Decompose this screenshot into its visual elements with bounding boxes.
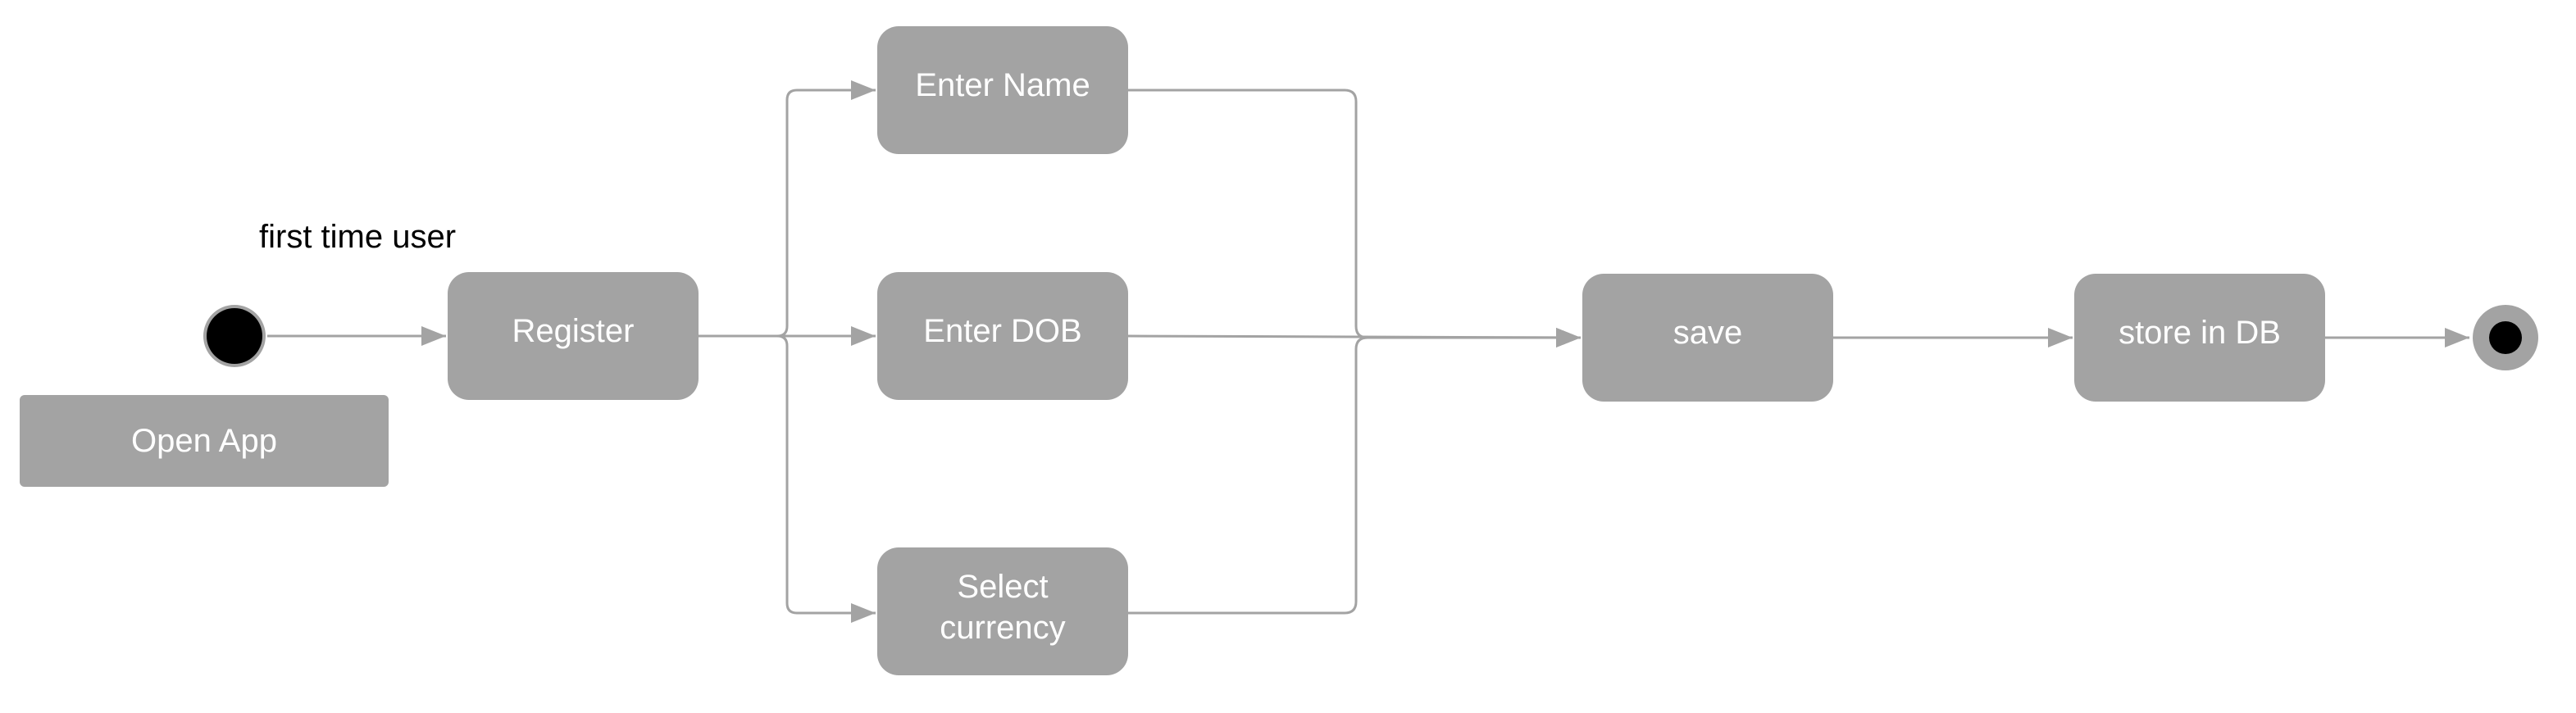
edge-select-currency-to-save — [1128, 328, 1581, 615]
end-node-dot — [2489, 321, 2522, 354]
store-in-db-node: store in DB — [2074, 274, 2325, 402]
open-app-node: Open App — [20, 395, 389, 487]
edge-register-to-enter-name — [699, 80, 876, 338]
select-currency-box — [877, 547, 1128, 675]
start-node — [203, 305, 266, 367]
save-node: save — [1582, 274, 1833, 402]
store-in-db-label: store in DB — [2119, 315, 2281, 351]
select-currency-node: Select currency — [877, 547, 1128, 675]
register-label: Register — [512, 313, 635, 349]
register-node: Register — [448, 272, 699, 400]
store-in-db-box — [2074, 274, 2325, 402]
open-app-label: Open App — [131, 423, 277, 459]
select-currency-label-line2: currency — [940, 610, 1065, 646]
select-currency-label-line1: Select — [957, 569, 1048, 605]
enter-dob-box — [877, 272, 1128, 400]
enter-name-node: Enter Name — [877, 26, 1128, 154]
open-app-box — [20, 395, 389, 487]
edge-register-to-select-currency — [699, 334, 876, 623]
enter-name-label: Enter Name — [915, 67, 1090, 103]
first-time-user-label: first time user — [259, 219, 456, 255]
save-label: save — [1673, 315, 1743, 351]
edge-enter-name-to-save — [1128, 89, 1581, 347]
save-box — [1582, 274, 1833, 402]
end-node — [2473, 305, 2538, 370]
edges — [267, 80, 2469, 623]
enter-dob-node: Enter DOB — [877, 272, 1128, 400]
enter-dob-label: Enter DOB — [923, 313, 1081, 349]
start-node-dot — [207, 308, 262, 364]
enter-name-box — [877, 26, 1128, 154]
register-box — [448, 272, 699, 400]
